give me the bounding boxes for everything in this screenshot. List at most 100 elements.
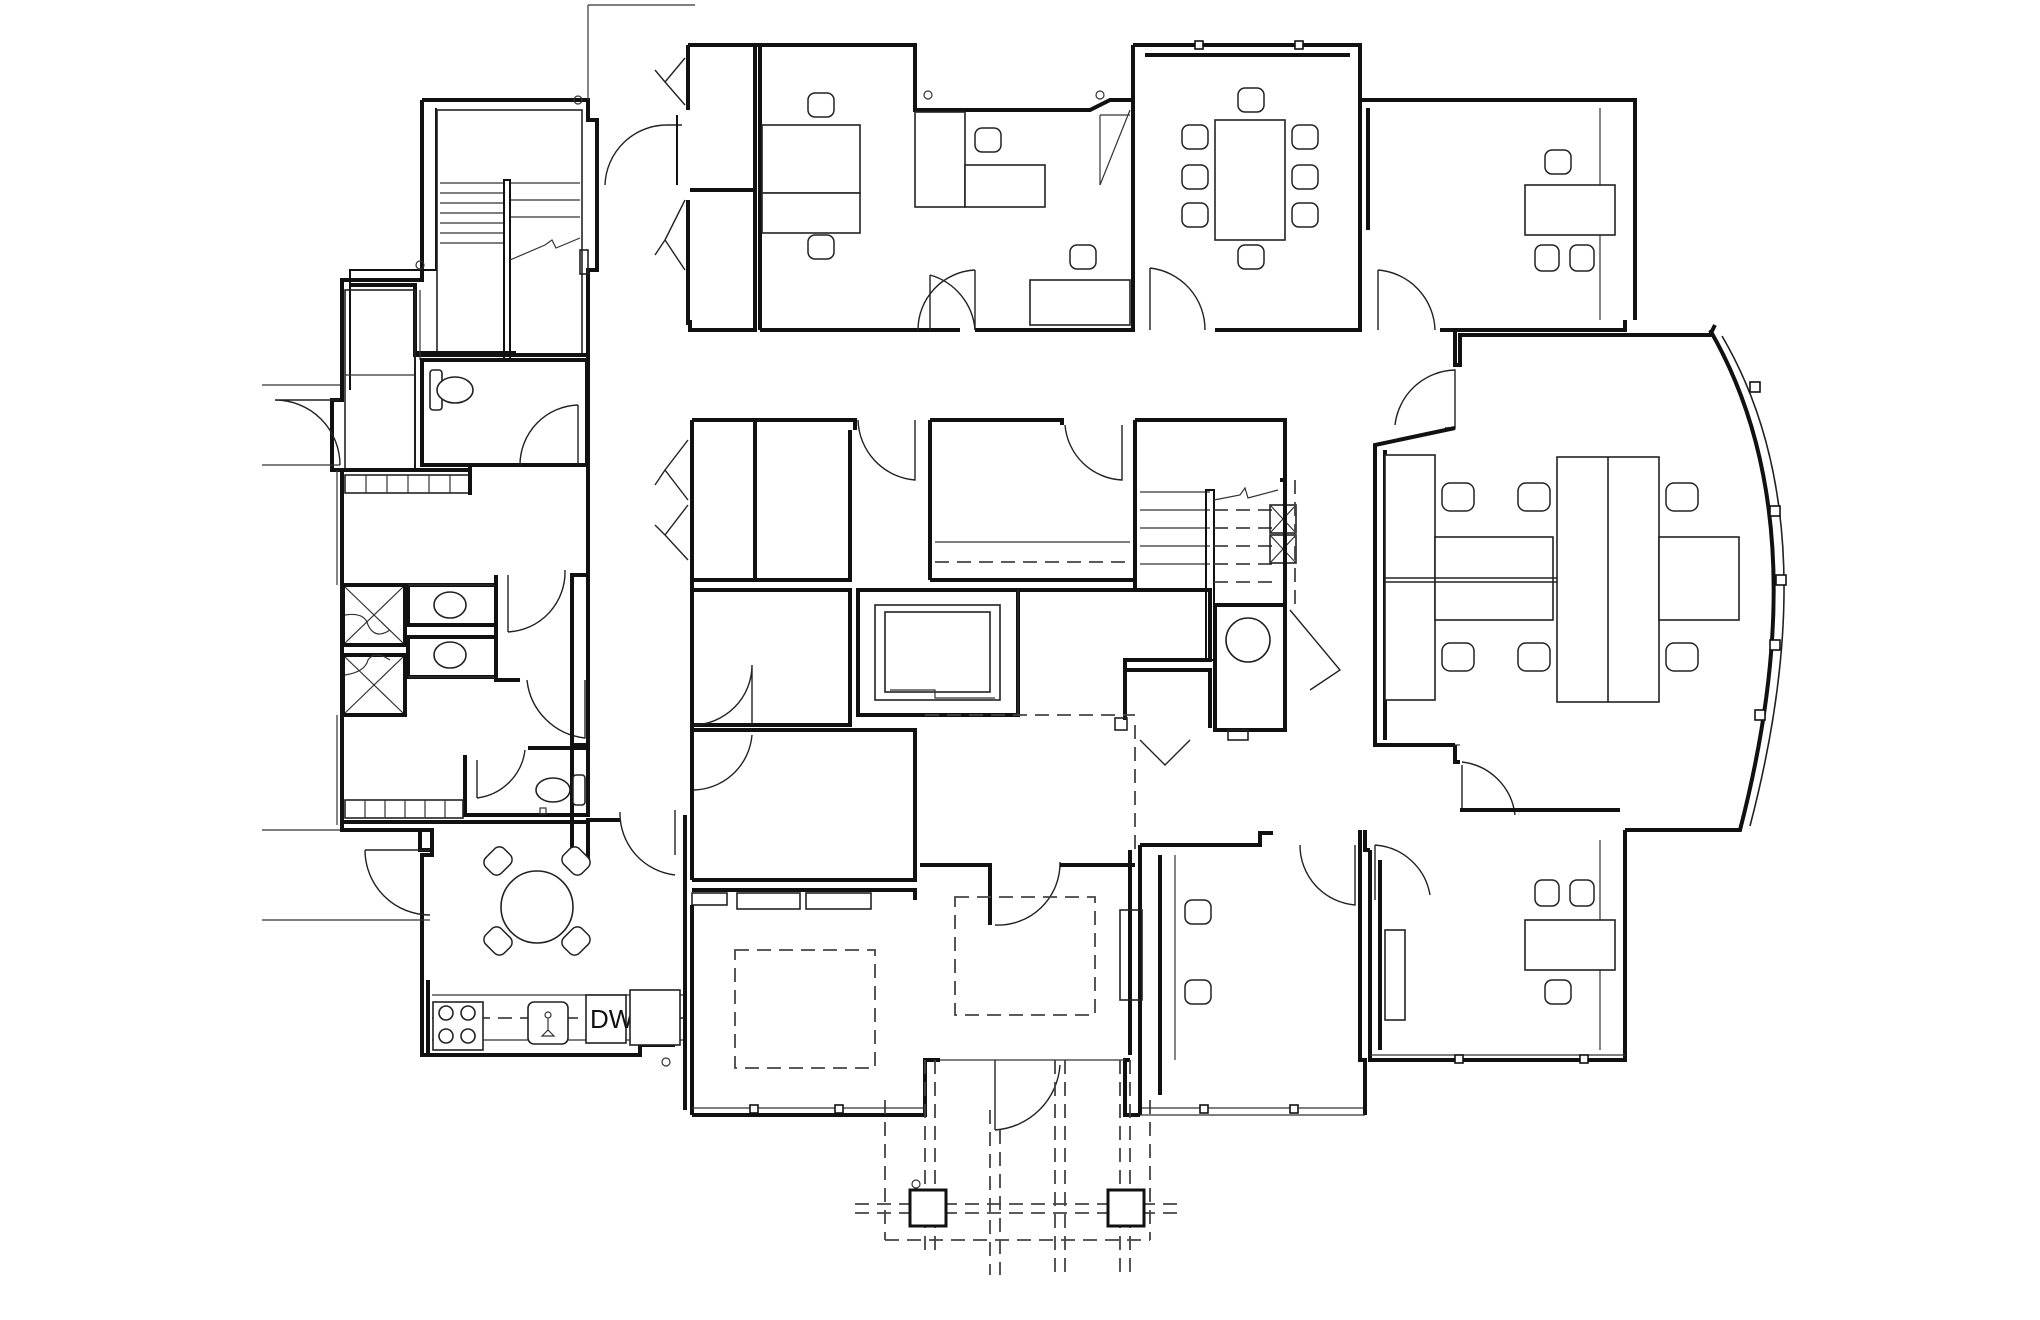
desk: [964, 164, 1046, 208]
open-workspace-east: [1373, 324, 1787, 832]
overhead-outline-1: [734, 949, 876, 1069]
column: [1106, 1188, 1146, 1228]
counter: [736, 892, 801, 910]
chair: [1184, 899, 1212, 925]
chair: [1665, 642, 1699, 672]
toilet-bowl: [535, 777, 571, 803]
restroom-north: [420, 358, 589, 467]
door-bath-upper[interactable]: [507, 569, 566, 633]
west-wing: DW: [262, 95, 685, 1067]
range: [432, 1001, 484, 1051]
desk: [1524, 184, 1616, 236]
chair: [1184, 979, 1212, 1005]
chair: [1517, 482, 1551, 512]
counter: [691, 892, 728, 906]
door-room-c[interactable]: [691, 664, 753, 726]
door-stair-hall[interactable]: [604, 124, 682, 186]
chair: [1534, 244, 1560, 272]
shower-room-2: [341, 635, 498, 717]
bench-strip-north: [340, 465, 472, 495]
closet-door-bifold-3[interactable]: [654, 439, 689, 501]
refrigerator-space: [629, 989, 681, 1046]
stair-northwest: [415, 95, 589, 361]
elevator: [856, 588, 1020, 717]
door-bath-lower[interactable]: [526, 679, 586, 739]
office-north-1: [755, 43, 1135, 332]
chair: [1181, 164, 1209, 190]
overhead-outline-2: [954, 896, 1096, 1016]
conference-table: [1214, 119, 1286, 241]
door-mech[interactable]: [1139, 739, 1191, 766]
door-room-d[interactable]: [691, 734, 753, 791]
chair: [1441, 642, 1475, 672]
desk: [761, 124, 861, 194]
chair: [1291, 164, 1319, 190]
conference-room: [1133, 40, 1362, 332]
chair: [561, 926, 591, 956]
closets-north: [604, 43, 757, 332]
water-heater: [1225, 617, 1271, 663]
dishwasher-label: DW: [590, 1004, 634, 1034]
door-conference[interactable]: [1149, 267, 1206, 331]
door-lobby-west[interactable]: [619, 810, 676, 876]
lobby: [619, 810, 1365, 1275]
door-west-entry[interactable]: [274, 399, 341, 466]
door-storage-a[interactable]: [857, 419, 916, 481]
lavatory-1: [433, 591, 467, 619]
chair: [1291, 202, 1319, 228]
chair: [1237, 244, 1265, 270]
door-lobby-inner[interactable]: [994, 861, 1061, 926]
door-utility[interactable]: [1289, 609, 1342, 691]
chair: [561, 846, 591, 876]
chair: [1544, 979, 1572, 1005]
door-workspace-south[interactable]: [1461, 761, 1516, 816]
chair: [483, 926, 513, 956]
door-main-entry[interactable]: [994, 1060, 1061, 1131]
chair: [1069, 244, 1097, 270]
chair: [974, 127, 1002, 153]
door-workspace-north[interactable]: [1394, 369, 1456, 429]
desk: [761, 192, 861, 234]
office-northeast: [1360, 98, 1637, 332]
door-restroom-south[interactable]: [476, 749, 526, 799]
closet-door-bifold-1[interactable]: [654, 57, 686, 106]
closet-door-bifold-4[interactable]: [654, 504, 689, 561]
break-room: DW: [262, 830, 685, 1067]
central-core: [654, 418, 1342, 882]
door-break-room-exterior[interactable]: [364, 849, 431, 916]
north-wing: [587, 4, 1637, 332]
entry-porch: [855, 1060, 1185, 1275]
chair: [1441, 482, 1475, 512]
lavatory-2: [433, 641, 467, 669]
bench-strip-south: [344, 799, 464, 819]
door-office-north-1[interactable]: [929, 274, 976, 331]
utility-closet: [1213, 603, 1342, 741]
restroom-south: [463, 746, 590, 817]
door-restroom-north[interactable]: [519, 404, 579, 466]
closet-door-bifold-2[interactable]: [654, 199, 686, 271]
toilet-bowl: [436, 376, 474, 404]
desk: [1029, 279, 1131, 326]
desk: [1524, 919, 1616, 971]
chair: [1181, 124, 1209, 150]
dishwasher: DW: [585, 994, 634, 1044]
round-table: [500, 870, 574, 944]
office-north-2: [914, 45, 1135, 332]
chair: [1181, 202, 1209, 228]
door-office-southeast[interactable]: [1374, 844, 1431, 900]
chair: [807, 92, 835, 118]
door-office-north-2[interactable]: [917, 269, 976, 331]
chair: [807, 234, 835, 260]
door-storage-b[interactable]: [1064, 424, 1123, 481]
workstation-surface: [1658, 536, 1740, 621]
chair: [483, 846, 513, 876]
toilet-tank: [572, 774, 586, 806]
chair: [1544, 149, 1572, 175]
office-south: [1119, 830, 1367, 1116]
office-southeast: [1363, 830, 1627, 1064]
chair: [1569, 244, 1595, 272]
chair: [1665, 482, 1699, 512]
door-office-northeast[interactable]: [1377, 269, 1436, 331]
door-office-south[interactable]: [1299, 844, 1356, 906]
